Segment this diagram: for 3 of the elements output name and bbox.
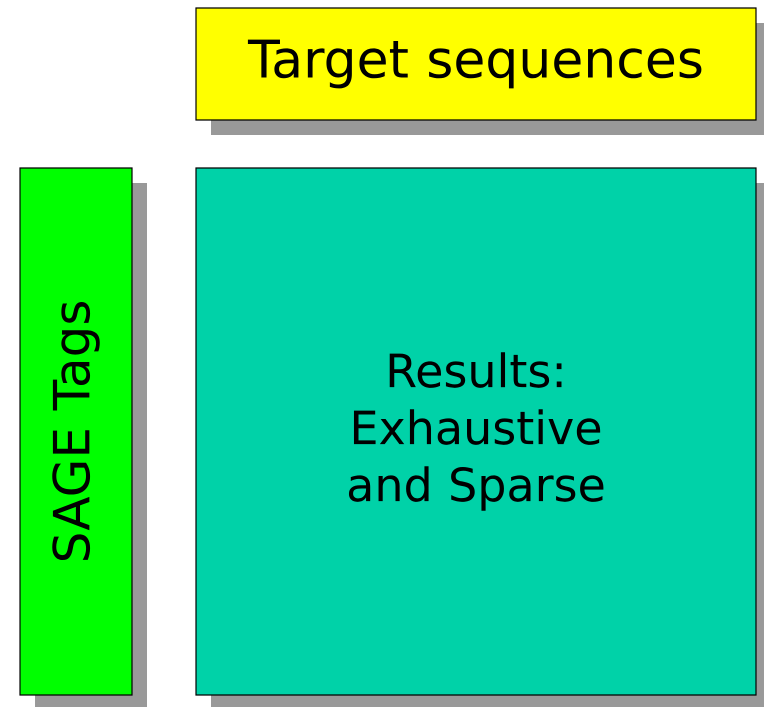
label-box: Target sequences [195,7,764,135]
label-box: Results: Exhaustive and Sparse [195,167,764,707]
label-box: SAGE Tags [19,167,147,707]
